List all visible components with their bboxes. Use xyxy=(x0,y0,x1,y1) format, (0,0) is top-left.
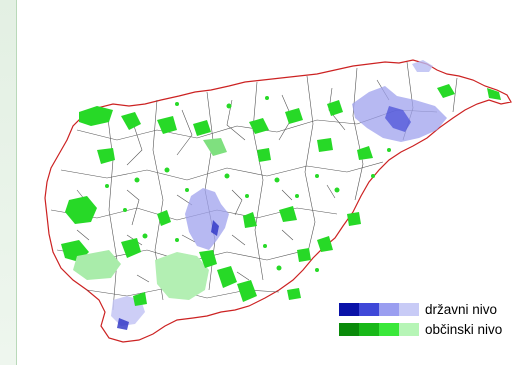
national-color-swatches xyxy=(339,302,419,316)
legend-row-municipal: občinski nivo xyxy=(339,320,515,338)
legend-label-municipal: občinski nivo xyxy=(425,321,503,337)
map-legend: državni nivo občinski nivo xyxy=(339,300,515,340)
swatch-national-4 xyxy=(399,302,419,316)
swatch-municipal-3 xyxy=(379,322,399,336)
swatch-national-2 xyxy=(359,302,379,316)
national-level-areas xyxy=(111,60,447,330)
sidebar-strip xyxy=(0,0,16,365)
swatch-municipal-4 xyxy=(399,322,419,336)
legend-label-national: državni nivo xyxy=(425,301,498,317)
map-frame: državni nivo občinski nivo xyxy=(16,0,517,365)
swatch-municipal-2 xyxy=(359,322,379,336)
municipal-color-swatches xyxy=(339,322,419,336)
swatch-municipal-1 xyxy=(339,322,359,336)
municipal-level-areas xyxy=(61,84,501,306)
slovenia-map xyxy=(44,59,512,343)
swatch-national-1 xyxy=(339,302,359,316)
swatch-national-3 xyxy=(379,302,399,316)
legend-row-national: državni nivo xyxy=(339,300,515,318)
